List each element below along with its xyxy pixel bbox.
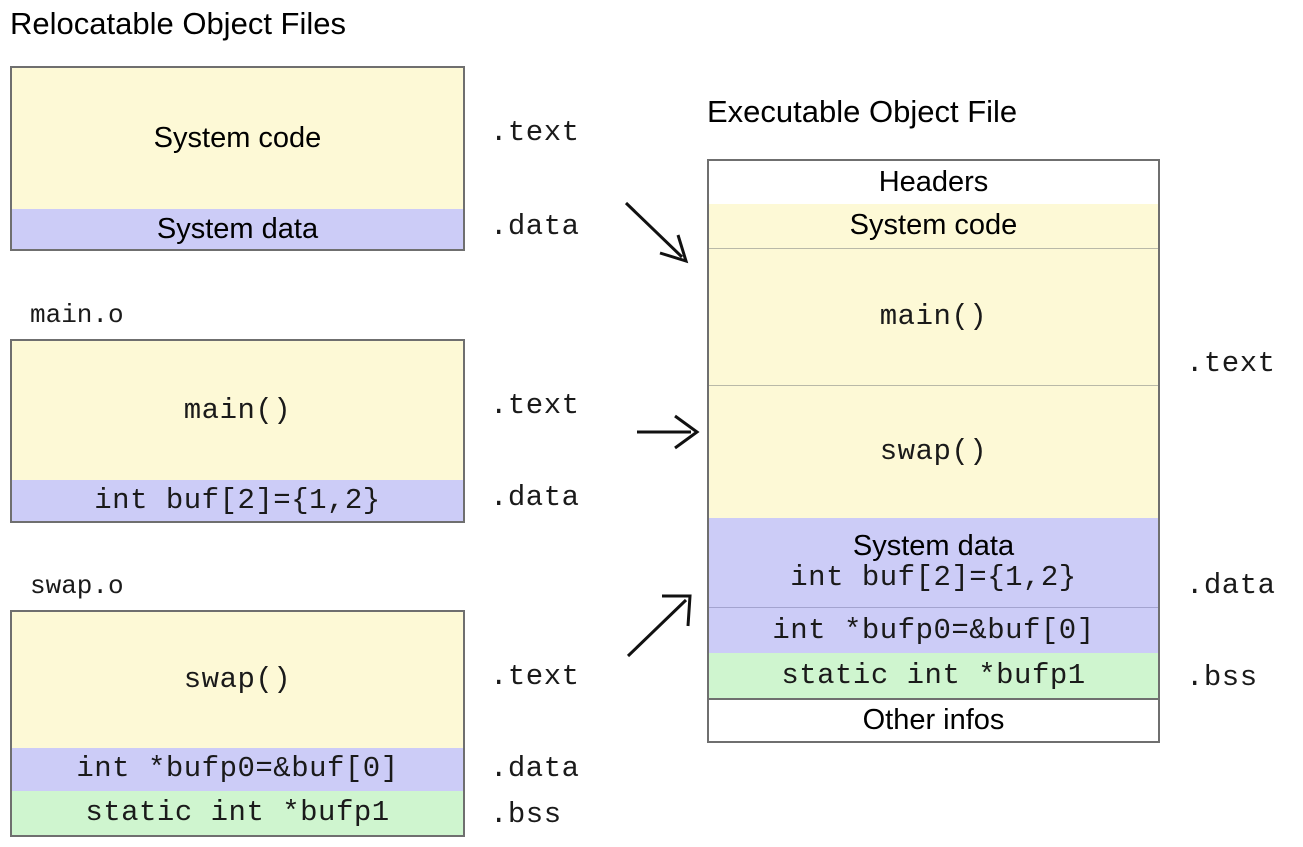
segment-label: swap() xyxy=(879,435,988,469)
segment-label: static int *bufp1 xyxy=(85,795,390,829)
segment-label: int *bufp0=&buf[0] xyxy=(772,613,1095,647)
segment-system-data: System data xyxy=(12,209,463,249)
segment-exe-swap: swap() xyxy=(709,384,1158,519)
segment-label: static int *bufp1 xyxy=(781,658,1086,692)
segment-swap-text: swap() xyxy=(12,612,463,748)
segment-label: int *bufp0=&buf[0] xyxy=(76,752,399,786)
segment-exe-system-code: System code xyxy=(709,203,1158,248)
section-label-bss-exe: .bss xyxy=(1186,661,1258,694)
section-label-bss-swap: .bss xyxy=(490,798,562,831)
section-label-data-system: .data xyxy=(490,210,580,243)
segment-exe-bufp0: int *bufp0=&buf[0] xyxy=(709,606,1158,654)
section-label-data-main: .data xyxy=(490,481,580,514)
segment-main-data: int buf[2]={1,2} xyxy=(12,480,463,521)
segment-label: System code xyxy=(153,122,322,155)
segment-label: Headers xyxy=(878,166,989,199)
segment-main-text: main() xyxy=(12,341,463,480)
section-label-text-main: .text xyxy=(490,389,580,422)
relocatable-module-main-o: main() int buf[2]={1,2} xyxy=(10,339,465,523)
segment-label: int buf[2]={1,2} xyxy=(94,483,381,517)
arrow-down-right-icon xyxy=(624,201,689,264)
executable-object-file-title: Executable Object File xyxy=(707,94,1018,129)
section-label-text-swap: .text xyxy=(490,660,580,693)
module-caption-swap-o: swap.o xyxy=(30,571,124,601)
relocatable-module-swap-o: swap() int *bufp0=&buf[0] static int *bu… xyxy=(10,610,465,837)
section-label-text-exe: .text xyxy=(1186,347,1276,380)
segment-system-code: System code xyxy=(12,68,463,209)
arrow-up-right-icon xyxy=(626,594,692,658)
relocatable-object-files-title: Relocatable Object Files xyxy=(10,6,346,41)
segment-swap-bss: static int *bufp1 xyxy=(12,790,463,835)
segment-exe-bufp1: static int *bufp1 xyxy=(709,653,1158,699)
segment-other-infos: Other infos xyxy=(709,698,1158,741)
segment-label: System code xyxy=(849,209,1018,242)
segment-exe-main: main() xyxy=(709,247,1158,385)
segment-exe-system-data: System data int buf[2]={1,2} xyxy=(709,518,1158,607)
segment-sublabel: int buf[2]={1,2} xyxy=(790,560,1077,594)
segment-label: swap() xyxy=(183,662,292,696)
segment-label: System data xyxy=(156,212,319,245)
section-label-text-system: .text xyxy=(490,116,580,149)
segment-label: Other infos xyxy=(862,704,1005,737)
segment-label: System data xyxy=(852,530,1015,563)
segment-label: main() xyxy=(183,393,292,427)
segment-headers: Headers xyxy=(709,161,1158,204)
segment-swap-data: int *bufp0=&buf[0] xyxy=(12,747,463,791)
segment-label: main() xyxy=(879,299,988,333)
module-caption-main-o: main.o xyxy=(30,300,124,330)
section-label-data-swap: .data xyxy=(490,752,580,785)
section-label-data-exe: .data xyxy=(1186,569,1276,602)
executable-object-file-box: Headers System code main() swap() System… xyxy=(707,159,1160,743)
relocatable-module-system: System code System data xyxy=(10,66,465,251)
arrow-right-icon xyxy=(637,414,700,450)
